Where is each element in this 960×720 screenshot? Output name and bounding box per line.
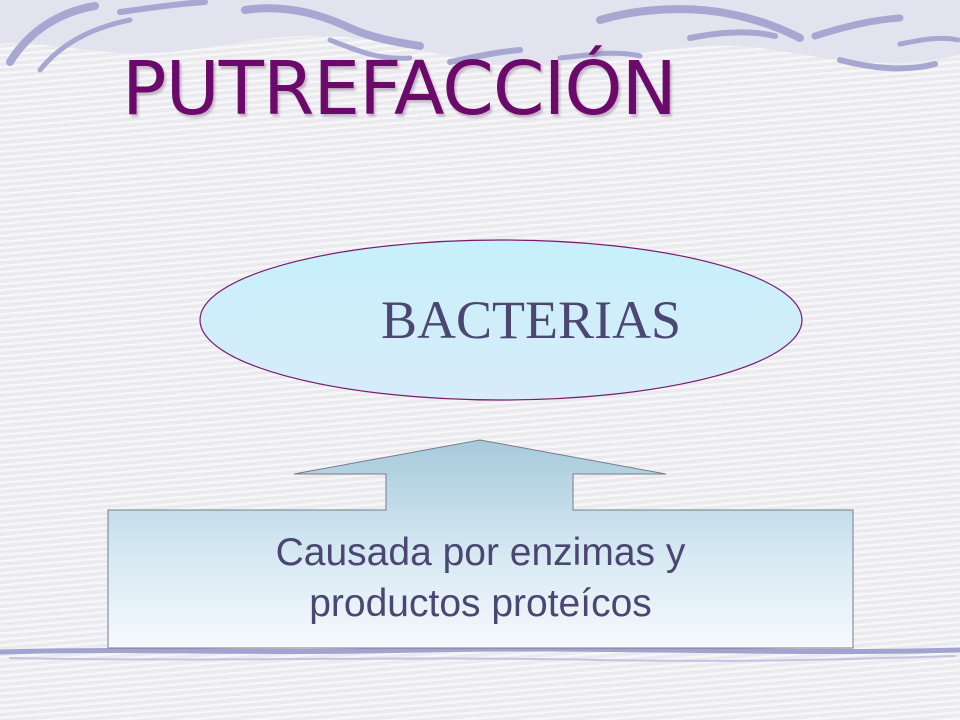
arrow-box-text: Causada por enzimas y productos proteíco… (108, 510, 853, 648)
bottom-ribbon (0, 646, 960, 662)
upward-arrow-icon (107, 439, 854, 649)
slide-title: PUTREFACCIÓN (122, 46, 677, 132)
box-line-2: productos proteícos (309, 582, 652, 625)
bacterias-oval (199, 239, 803, 401)
box-line-1: Causada por enzimas y (275, 531, 686, 575)
top-brush-strokes (6, 0, 960, 73)
oval-label: BACTERIAS (380, 290, 682, 350)
top-band (0, 0, 960, 67)
